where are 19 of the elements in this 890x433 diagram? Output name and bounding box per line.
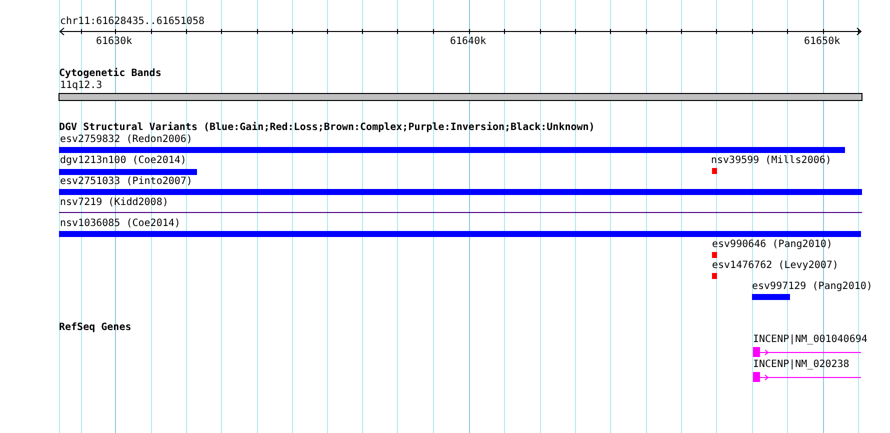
variant-label: dgv1213n100 (Coe2014) <box>60 155 186 166</box>
variant-label: nsv7219 (Kidd2008) <box>60 197 168 208</box>
variant-label: esv997129 (Pang2010) <box>752 281 872 292</box>
track-title: RefSeq Genes <box>59 322 132 333</box>
tick-label: 61650k <box>804 36 840 47</box>
variant-label: esv2751033 (Pinto2007) <box>60 176 192 187</box>
track-title: Cytogenetic Bands <box>59 68 162 79</box>
track-title: DGV Structural Variants (Blue:Gain;Red:Loss;Brown:Complex;Purple:Inversion;Black:Unknown) <box>59 122 595 133</box>
gene-label: INCENP|NM_020238 <box>753 359 850 370</box>
band-label: 11q12.3 <box>60 80 102 91</box>
tick-label: 61630k <box>96 36 132 47</box>
variant-label: nsv39599 (Mills2006) <box>711 155 832 166</box>
tick-label: 61640k <box>450 36 486 47</box>
variant-label: esv2759832 (Redon2006) <box>60 134 192 145</box>
gene-label: INCENP|NM_001040694 <box>753 334 868 345</box>
variant-label: esv990646 (Pang2010) <box>712 239 832 250</box>
coordinate-range-label: chr11:61628435..61651058 <box>60 16 204 27</box>
variant-label: esv1476762 (Levy2007) <box>712 260 838 271</box>
variant-label: nsv1036085 (Coe2014) <box>60 218 180 229</box>
